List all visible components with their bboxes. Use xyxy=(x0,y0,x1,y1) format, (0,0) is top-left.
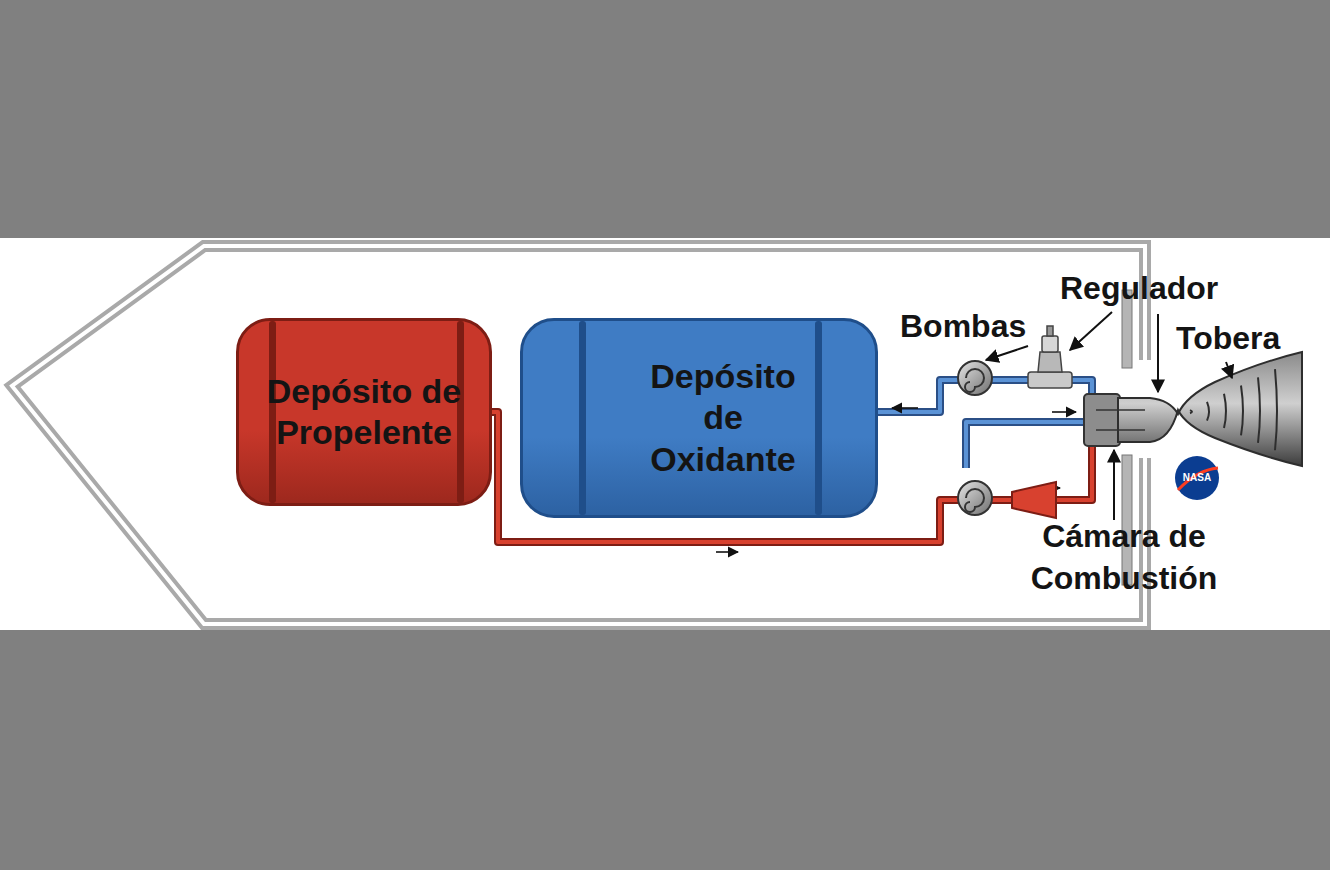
part-label: Bombas xyxy=(900,306,1026,348)
regulator-valve xyxy=(1028,326,1072,388)
logo-text: NASA xyxy=(1175,471,1219,485)
part-label: Cámara de Combustión xyxy=(1004,516,1244,599)
hull-outline xyxy=(12,246,1145,624)
flow-arrow xyxy=(1052,411,1076,413)
propellant-tank: Depósito de Propelente xyxy=(236,318,492,506)
tank-band xyxy=(815,321,822,515)
valve-bonnet xyxy=(1038,352,1062,372)
nozzle-ring xyxy=(1190,410,1192,413)
leader-line xyxy=(1157,314,1159,392)
pump xyxy=(958,361,992,395)
flow-arrow xyxy=(892,407,918,409)
combustion-chamber xyxy=(1084,394,1120,446)
leader-line xyxy=(1113,450,1115,520)
nozzle-ring xyxy=(1224,394,1226,428)
leader-line xyxy=(1226,362,1232,378)
pump-body xyxy=(958,361,992,395)
tank-label: Depósito de Oxidante xyxy=(633,356,813,480)
flow-arrow xyxy=(716,551,738,553)
hull-inner xyxy=(12,246,1145,624)
nozzle-ring xyxy=(1207,402,1209,421)
oxidizer-pipe xyxy=(966,422,1086,468)
nozzle-ring xyxy=(1258,377,1260,443)
reducer xyxy=(1012,482,1056,518)
tank-band xyxy=(269,321,276,503)
injector-lines xyxy=(1096,410,1145,430)
pump-body xyxy=(958,481,992,515)
part-label: Regulador xyxy=(1060,268,1218,310)
tank-band xyxy=(579,321,586,515)
tank-band xyxy=(457,321,464,503)
valve-stem xyxy=(1047,326,1053,336)
oxidizer-tank: Depósito de Oxidante xyxy=(520,318,878,518)
logo-disc xyxy=(1175,456,1219,500)
oxidizer-pipe xyxy=(966,422,1086,468)
part-label: Tobera xyxy=(1176,318,1280,360)
valve-top xyxy=(1042,336,1058,352)
leader-line xyxy=(986,346,1028,360)
tank-label: Depósito de Propelente xyxy=(264,371,464,454)
pump xyxy=(958,481,992,515)
nozzle xyxy=(1118,352,1302,466)
pump-spiral xyxy=(965,489,984,512)
nozzle-ring xyxy=(1275,369,1277,450)
nasa-logo xyxy=(1175,456,1219,500)
nozzle-rings xyxy=(1190,369,1277,450)
leader-line xyxy=(1070,312,1112,350)
nozzle-ring xyxy=(1241,386,1243,436)
pump-spiral xyxy=(965,369,984,392)
rocket-body xyxy=(12,246,1145,624)
valve-body xyxy=(1028,372,1072,388)
engine xyxy=(1084,352,1302,466)
